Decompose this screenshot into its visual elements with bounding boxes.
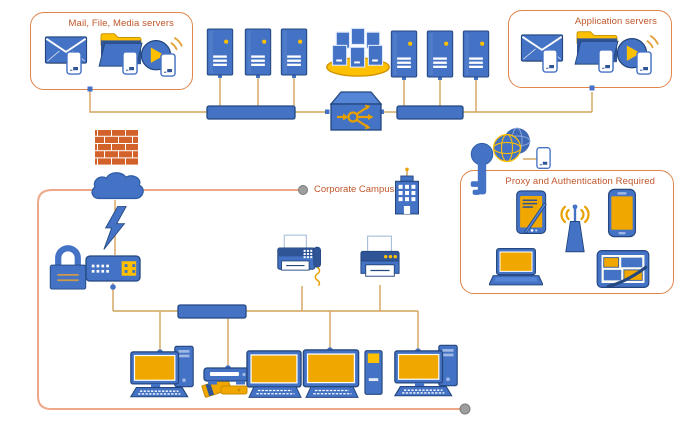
card-scanner-icon[interactable] [201, 367, 251, 398]
zone-box-mail-servers[interactable]: Mail, File, Media servers [30, 12, 193, 90]
server-tower-icon[interactable] [390, 30, 418, 78]
zone-label-mail-servers: Mail, File, Media servers [68, 18, 174, 29]
zone-label-application-servers: Application servers [574, 16, 657, 27]
client-page-icon[interactable] [542, 49, 558, 73]
server-tower-icon[interactable] [462, 30, 490, 78]
internet-cloud-icon[interactable] [91, 172, 144, 200]
connection-nub [402, 76, 406, 80]
monitor-icon[interactable] [246, 350, 302, 393]
connector-left-towers [219, 76, 295, 106]
connection-dot [110, 284, 116, 290]
connection-nub [256, 74, 260, 78]
fax-machine-icon[interactable] [277, 234, 322, 286]
connection-nub [379, 109, 384, 114]
client-page-icon[interactable] [160, 53, 176, 77]
connection-nub [589, 85, 595, 91]
connection-nub [325, 109, 330, 114]
laptop-icon[interactable] [489, 247, 543, 286]
globe-icon[interactable] [492, 127, 531, 163]
connector-endpoint-dot[interactable] [298, 185, 308, 195]
tower-pc-icon[interactable] [364, 350, 383, 395]
zone-box-proxy-auth[interactable]: Proxy and Authentication Required [460, 170, 674, 294]
wireless-antenna-icon[interactable] [560, 203, 590, 253]
client-page-icon[interactable] [598, 49, 614, 73]
lan-switch-bar[interactable] [177, 304, 247, 319]
key-icon[interactable] [470, 142, 494, 196]
printer-icon[interactable] [360, 235, 400, 277]
campus-building-icon[interactable] [394, 167, 420, 215]
tablet-stylus-icon[interactable] [515, 189, 548, 236]
connector-mailbox-to-panel [89, 91, 207, 113]
client-page-icon[interactable] [122, 51, 138, 75]
padlock-icon[interactable] [50, 248, 86, 289]
firewall-icon[interactable] [95, 130, 138, 165]
patch-panel-bar-left[interactable] [206, 105, 296, 120]
patch-panel-bar-right[interactable] [396, 105, 464, 120]
modem-router-icon[interactable] [85, 255, 141, 282]
switch-arrowheads [343, 104, 374, 130]
connector-right-towers [403, 78, 441, 106]
connection-nub [87, 86, 93, 92]
client-page-icon[interactable] [66, 51, 82, 75]
keyboard-icon[interactable] [305, 386, 359, 399]
desktop-pc-icon[interactable] [394, 344, 458, 397]
server-tower-icon[interactable] [280, 28, 308, 76]
connector-panel-to-appbox [463, 78, 593, 113]
desktop-pc-icon[interactable] [130, 345, 194, 398]
connection-nub [218, 74, 222, 78]
server-tower-icon[interactable] [426, 30, 454, 78]
keyboard-icon[interactable] [248, 386, 302, 399]
core-switch-icon[interactable] [329, 91, 383, 131]
connection-nub [474, 76, 478, 80]
monitor-icon[interactable] [302, 349, 360, 393]
connection-nub [292, 74, 296, 78]
corporate-campus-label: Corporate Campus [314, 184, 395, 195]
client-page-icon[interactable] [536, 146, 551, 170]
touch-tablet-icon[interactable] [595, 249, 651, 289]
smartphone-icon[interactable] [607, 188, 637, 238]
connector-workstation-drops [159, 311, 419, 368]
client-page-icon[interactable] [636, 51, 652, 75]
connector-printer-drops [301, 285, 381, 311]
connector-endpoint-dot[interactable] [459, 403, 471, 415]
server-tower-icon[interactable] [244, 28, 272, 76]
server-farm-icon[interactable] [325, 27, 391, 78]
campus-boundary-connector [37, 189, 464, 410]
zone-label-proxy-auth: Proxy and Authentication Required [505, 176, 655, 187]
connection-nub [438, 76, 442, 80]
server-tower-icon[interactable] [206, 28, 234, 76]
